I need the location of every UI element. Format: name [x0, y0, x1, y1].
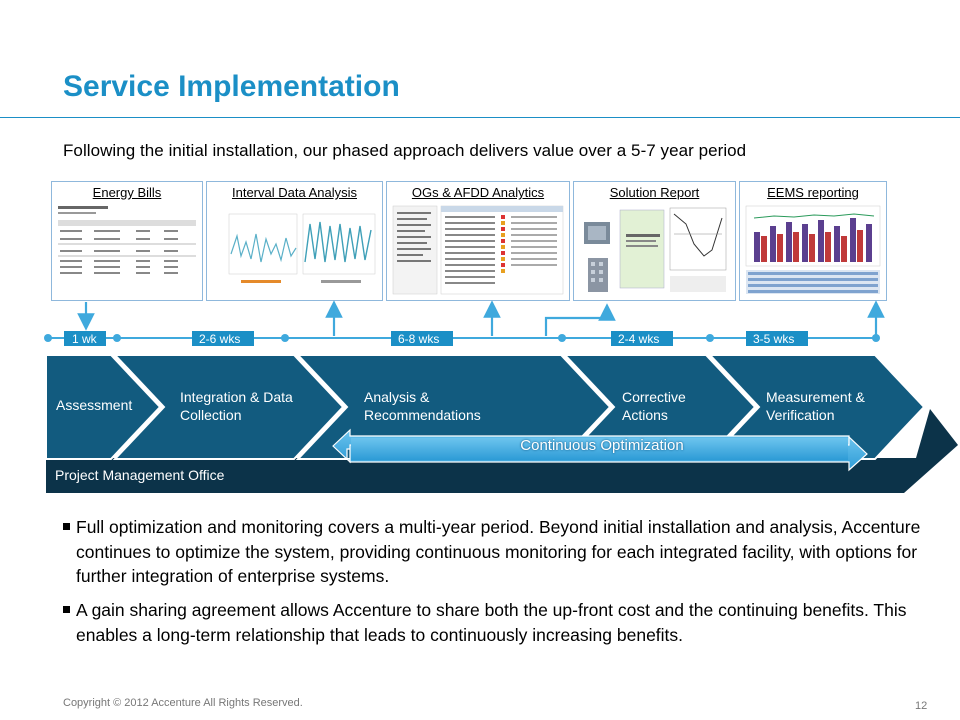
card-label: EEMS reporting [767, 185, 859, 200]
phase-chevron-assessment [45, 354, 162, 460]
phase-chevron-measurement [707, 354, 926, 460]
card-interval-data-analysis: Interval Data Analysis [206, 181, 383, 301]
energy-bills-thumbnail [56, 204, 198, 298]
phase-label-measurement: Measurement & Verification [766, 389, 865, 423]
bullet-square [63, 606, 70, 613]
slide-subtitle: Following the initial installation, our … [63, 141, 747, 160]
phase-label-analysis: Analysis & Recommendations [364, 389, 481, 423]
phase-label-assessment: Assessment [56, 397, 133, 413]
phase-diagram [45, 354, 958, 493]
duration-pill [192, 331, 254, 346]
phase-label-integration: Integration & Data Collection [180, 389, 293, 423]
duration-pill [746, 331, 808, 346]
duration-label: 1 wk [72, 332, 97, 346]
analytics-thumbnail [391, 204, 565, 298]
duration-label: 3-5 wks [753, 332, 795, 346]
card-solution-report: Solution Report [573, 181, 736, 301]
bullet-square [63, 523, 70, 530]
duration-pill [391, 331, 453, 346]
milestone-dot [872, 334, 880, 342]
duration-label: 2-4 wks [618, 332, 660, 346]
eems-reporting-thumbnail [744, 204, 882, 298]
title-divider [0, 117, 960, 118]
page-number: 12 [915, 700, 928, 712]
duration-pill [611, 331, 673, 346]
solution-report-thumbnail [578, 204, 731, 298]
continuous-optimization-label: Continuous Optimization [520, 437, 684, 454]
footer-copyright: Copyright © 2012 Accenture All Rights Re… [63, 697, 303, 709]
bullet-text: A gain sharing agreement allows Accentur… [76, 600, 907, 645]
card-label: Solution Report [609, 185, 700, 200]
arrow-solution-report [544, 303, 616, 336]
timeline [44, 300, 885, 346]
phase-chevron-integration [112, 354, 345, 460]
duration-label: 6-8 wks [398, 332, 440, 346]
milestone-dot [44, 334, 52, 342]
pmo-label: Project Management Office [55, 467, 225, 483]
slide-title: Service Implementation [63, 70, 400, 103]
card-label: OGs & AFDD Analytics [411, 185, 545, 200]
duration-label: 2-6 wks [199, 332, 241, 346]
card-label: Energy Bills [92, 185, 162, 200]
duration-pill [64, 331, 106, 346]
bullet-item: Full optimization and monitoring covers … [63, 515, 933, 589]
bullet-item: A gain sharing agreement allows Accentur… [63, 598, 933, 647]
card-eems-reporting: EEMS reporting [739, 181, 887, 301]
card-ogs-afdd-analytics: OGs & AFDD Analytics [386, 181, 570, 301]
milestone-dot [113, 334, 121, 342]
card-energy-bills: Energy Bills [51, 181, 203, 301]
milestone-dot [281, 334, 289, 342]
phase-label-corrective: Corrective Actions [622, 389, 686, 423]
milestone-dot [706, 334, 714, 342]
card-label: Interval Data Analysis [231, 185, 357, 200]
interval-data-thumbnail [211, 204, 378, 298]
milestone-dot [558, 334, 566, 342]
pmo-band [46, 409, 958, 493]
bullet-text: Full optimization and monitoring covers … [76, 517, 921, 586]
